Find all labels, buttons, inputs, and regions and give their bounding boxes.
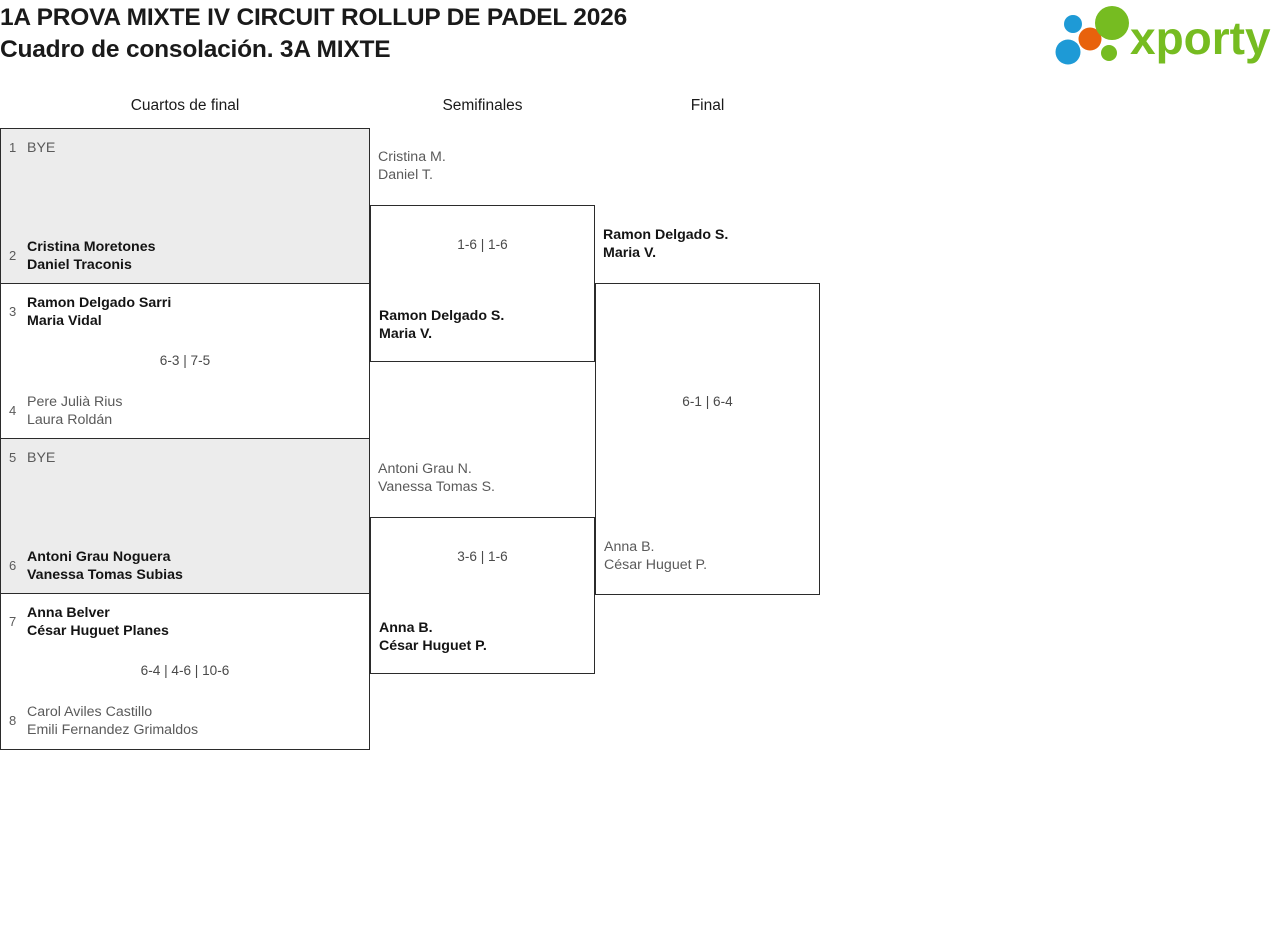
player-names: Ramon Delgado Sarri Maria Vidal [27,295,172,329]
xporty-logo[interactable]: xporty [1050,6,1276,68]
match-sf-2-player-bottom[interactable]: Anna B. César Huguet P. [371,619,594,655]
round-header-quarterfinals: Cuartos de final [130,97,240,114]
match-qf-4-player-bottom[interactable]: 8 Carol Aviles Castillo Emili Fernandez … [1,703,369,739]
match-final-player-bottom[interactable]: Anna B. César Huguet P. [596,538,819,574]
match-qf-2-player-top[interactable]: 3 Ramon Delgado Sarri Maria Vidal [1,294,369,330]
round-header-final: Final [690,97,725,114]
round-header-semifinals: Semifinales [442,97,523,114]
player-names: Antoni Grau Noguera Vanessa Tomas Subias [27,549,183,583]
match-sf-2[interactable]: 3-6 | 1-6 Anna B. César Huguet P. [370,517,595,674]
seed-number: 5 [9,450,17,465]
match-qf-3-player-bottom[interactable]: 6 Antoni Grau Noguera Vanessa Tomas Subi… [1,548,369,584]
xporty-logo-svg: xporty [1055,6,1271,65]
match-qf-3-player-top[interactable]: 5 BYE [1,449,369,467]
match-qf-2[interactable]: 3 Ramon Delgado Sarri Maria Vidal 6-3 | … [0,283,370,440]
match-qf-1[interactable]: 1 BYE 2 Cristina Moretones Daniel Tracon… [0,128,370,285]
player-names: BYE [27,140,56,156]
seed-number: 1 [9,140,17,155]
match-qf-4-player-top[interactable]: 7 Anna Belver César Huguet Planes [1,604,369,640]
match-qf-2-score: 6-3 | 7-5 [159,353,211,368]
player-names: Anna B. César Huguet P. [604,539,708,573]
tournament-title: 1A PROVA MIXTE IV CIRCUIT ROLLUP DE PADE… [0,4,628,31]
player-names: Anna Belver César Huguet Planes [27,605,169,639]
match-final-player-top[interactable]: Ramon Delgado S. Maria V. [603,227,729,261]
player-names: Pere Julià Rius Laura Roldán [27,394,123,428]
player-names: BYE [27,450,56,466]
player-names: Cristina Moretones Daniel Traconis [27,239,156,273]
tournament-subtitle: Cuadro de consolación. 3A MIXTE [0,36,391,63]
player-names: Anna B. César Huguet P. [379,620,487,654]
page-title: 1A PROVA MIXTE IV CIRCUIT ROLLUP DE PADE… [0,2,627,66]
seed-number: 2 [9,248,17,263]
match-sf-1-player-bottom[interactable]: Ramon Delgado S. Maria V. [371,307,594,343]
seed-number: 4 [9,403,17,418]
match-final[interactable]: 6-1 | 6-4 Anna B. César Huguet P. [595,283,820,595]
match-sf-1[interactable]: 1-6 | 1-6 Ramon Delgado S. Maria V. [370,205,595,362]
match-sf-1-score: 1-6 | 1-6 [457,237,508,252]
match-qf-3[interactable]: 5 BYE 6 Antoni Grau Noguera Vanessa Toma… [0,438,370,595]
seed-number: 8 [9,713,17,728]
match-sf-2-player-top[interactable]: Antoni Grau N. Vanessa Tomas S. [378,461,495,495]
seed-number: 6 [9,558,17,573]
match-final-score: 6-1 | 6-4 [682,394,733,409]
logo-dot-orange [1078,27,1102,51]
player-names: Ramon Delgado S. Maria V. [379,308,505,342]
page-header: 1A PROVA MIXTE IV CIRCUIT ROLLUP DE PADE… [0,0,1280,86]
logo-dot-blue-bottom [1055,39,1081,65]
match-sf-2-score: 3-6 | 1-6 [457,549,508,564]
logo-dot-blue-top [1064,15,1082,33]
logo-dot-green-large [1095,6,1129,40]
match-qf-4-score: 6-4 | 4-6 | 10-6 [140,663,230,678]
match-qf-4[interactable]: 7 Anna Belver César Huguet Planes 6-4 | … [0,593,370,750]
player-names: Carol Aviles Castillo Emili Fernandez Gr… [27,704,199,738]
match-qf-2-player-bottom[interactable]: 4 Pere Julià Rius Laura Roldán [1,393,369,429]
match-qf-1-player-bottom[interactable]: 2 Cristina Moretones Daniel Traconis [1,238,369,274]
logo-dot-green-small [1101,45,1117,61]
seed-number: 3 [9,304,17,319]
logo-wordmark: xporty [1130,12,1271,64]
match-sf-1-player-top[interactable]: Cristina M. Daniel T. [378,149,446,183]
seed-number: 7 [9,614,17,629]
match-qf-1-player-top[interactable]: 1 BYE [1,139,369,157]
